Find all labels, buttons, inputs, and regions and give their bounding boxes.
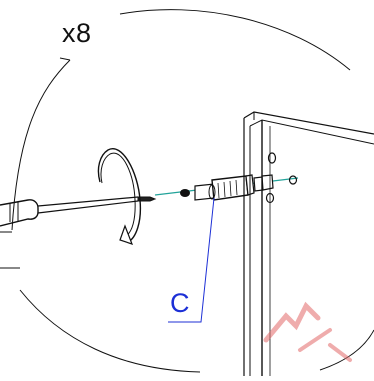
watermark-mark xyxy=(263,301,352,362)
detail-circle xyxy=(11,9,374,373)
rotation-arrow-icon xyxy=(97,148,142,245)
part-label: C xyxy=(170,288,190,318)
part-callout-leader xyxy=(168,197,215,323)
quantity-label: x8 xyxy=(62,18,92,48)
screwdriver-icon xyxy=(0,196,157,227)
washer-icon xyxy=(180,189,190,197)
panel-icon xyxy=(243,111,374,376)
quantity-leader xyxy=(59,57,71,61)
detail-callout-tail xyxy=(0,231,20,269)
